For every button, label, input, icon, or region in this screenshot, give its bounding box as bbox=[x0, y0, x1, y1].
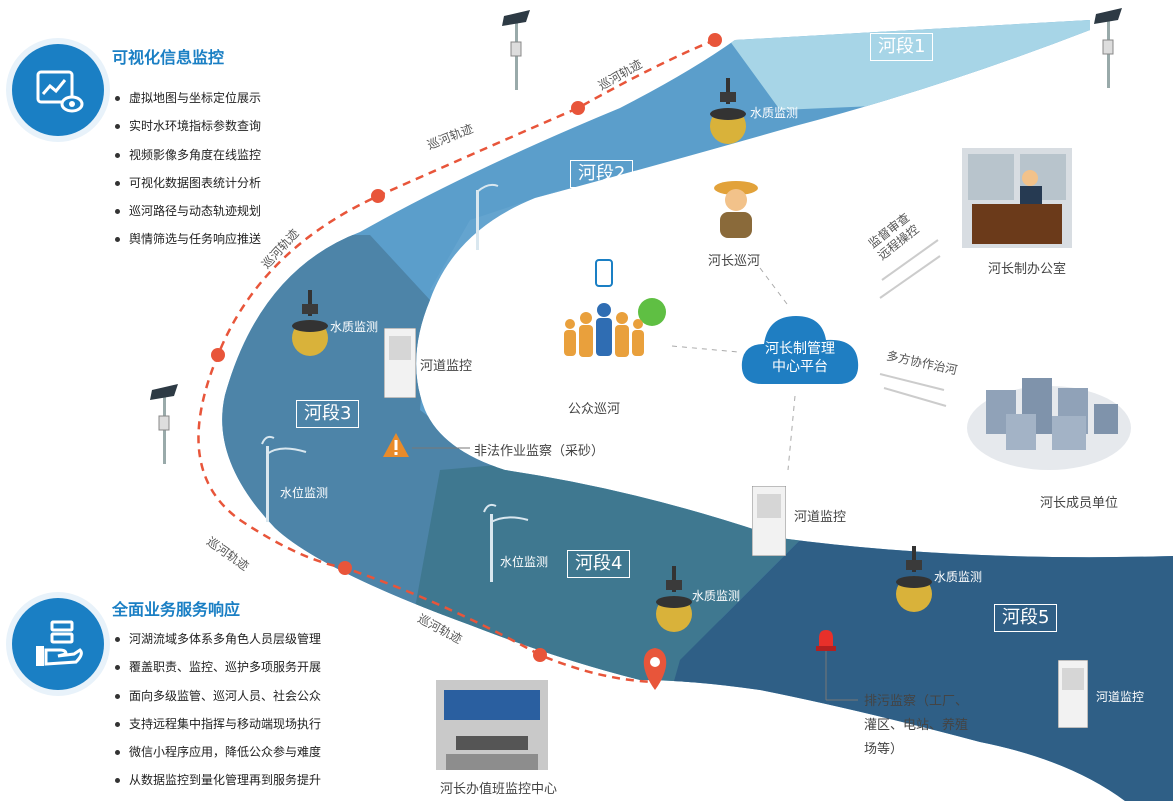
service-response-badge bbox=[12, 598, 104, 690]
solar-station-icon bbox=[502, 10, 530, 90]
segment-label-2: 河段2 bbox=[570, 160, 634, 188]
water-level-pole-icon bbox=[476, 183, 499, 250]
pollution-line-2: 灌区、电站、养殖 bbox=[864, 718, 969, 733]
channel-cabinet-icon bbox=[384, 328, 416, 398]
river-chief-avatar-icon bbox=[714, 181, 758, 238]
list-item: 虚拟地图与坐标定位展示 bbox=[114, 84, 261, 112]
list-item: 覆盖职责、监控、巡护多项服务开展 bbox=[114, 653, 321, 681]
water-level-pole-icon bbox=[261, 435, 307, 522]
patrol-track-line bbox=[197, 38, 716, 684]
public-patrol-label: 公众巡河 bbox=[568, 402, 621, 417]
water-quality-buoy-icon bbox=[710, 78, 746, 144]
solar-station-icon bbox=[150, 384, 178, 464]
list-item: 从数据监控到量化管理再到服务提升 bbox=[114, 766, 321, 794]
water-quality-label: 水质监测 bbox=[692, 589, 741, 603]
channel-monitor-label: 河道监控 bbox=[794, 510, 847, 525]
list-item: 面向多级监管、巡河人员、社会公众 bbox=[114, 682, 321, 710]
center-platform-line-2: 中心平台 bbox=[772, 359, 828, 375]
pollution-line-1: 排污监察（工厂、 bbox=[864, 694, 969, 709]
feature-title-service-response: 全面业务服务响应 bbox=[112, 600, 241, 619]
member-units-label: 河长成员单位 bbox=[1040, 496, 1119, 511]
center-platform-line-1: 河长制管理 bbox=[765, 341, 835, 357]
channel-monitor-label: 河道监控 bbox=[1096, 690, 1145, 704]
track-point bbox=[211, 348, 225, 362]
solar-station-icon bbox=[1094, 8, 1122, 88]
water-level-pole-icon bbox=[483, 503, 529, 582]
water-level-label: 水位监测 bbox=[500, 555, 549, 569]
alarm-light-icon bbox=[816, 630, 836, 651]
public-patrol-crowd-icon bbox=[564, 259, 666, 357]
list-item: 舆情筛选与任务响应推送 bbox=[114, 225, 261, 253]
member-units-buildings-icon bbox=[967, 378, 1131, 470]
segment-label-1: 河段1 bbox=[870, 33, 934, 61]
office-label: 河长制办公室 bbox=[988, 262, 1067, 277]
warning-triangle-icon bbox=[383, 433, 409, 457]
feature-list-visual-monitoring: 虚拟地图与坐标定位展示 实时水环境指标参数查询 视频影像多角度在线监控 可视化数… bbox=[114, 84, 261, 254]
list-item: 可视化数据图表统计分析 bbox=[114, 169, 261, 197]
track-point bbox=[708, 33, 722, 47]
segment-label-4: 河段4 bbox=[567, 550, 631, 578]
water-quality-label: 水质监测 bbox=[330, 320, 379, 334]
water-level-label: 水位监测 bbox=[486, 230, 535, 244]
office-scene-icon bbox=[962, 148, 1072, 248]
list-item: 支持远程集中指挥与移动端现场执行 bbox=[114, 710, 321, 738]
segment-label-3: 河段3 bbox=[296, 400, 360, 428]
service-hand-icon bbox=[36, 620, 83, 666]
monitor-chart-eye-icon bbox=[36, 70, 84, 113]
visual-monitoring-badge bbox=[12, 44, 104, 136]
list-item: 河湖流域多体系多角色人员层级管理 bbox=[114, 625, 321, 653]
water-quality-label: 水质监测 bbox=[750, 106, 799, 120]
water-level-label: 水位监测 bbox=[280, 486, 329, 500]
track-point bbox=[338, 561, 352, 575]
list-item: 微信小程序应用，降低公众参与难度 bbox=[114, 738, 321, 766]
channel-cabinet-icon bbox=[752, 486, 786, 556]
pollution-line-3: 场等） bbox=[864, 742, 904, 757]
pollution-label: 排污监察（工厂、 灌区、电站、养殖 场等） bbox=[864, 690, 968, 762]
list-item: 实时水环境指标参数查询 bbox=[114, 112, 261, 140]
list-item: 巡河路径与动态轨迹规划 bbox=[114, 197, 261, 225]
water-quality-buoy-icon bbox=[656, 566, 692, 632]
illegal-operation-label: 非法作业监察（采砂） bbox=[474, 444, 605, 459]
feature-list-service-response: 河湖流域多体系多角色人员层级管理 覆盖职责、监控、巡护多项服务开展 面向多级监管… bbox=[114, 625, 321, 795]
water-quality-label: 水质监测 bbox=[934, 570, 983, 584]
track-point bbox=[571, 101, 585, 115]
list-item: 视频影像多角度在线监控 bbox=[114, 141, 261, 169]
water-quality-buoy-icon bbox=[292, 290, 328, 356]
channel-cabinet-icon bbox=[1058, 660, 1088, 728]
track-point bbox=[371, 189, 385, 203]
segment-label-5: 河段5 bbox=[994, 604, 1058, 632]
location-pin-icon bbox=[643, 648, 667, 690]
center-platform-label: 河长制管理 中心平台 bbox=[738, 340, 862, 376]
channel-monitor-label: 河道监控 bbox=[420, 359, 473, 374]
center-platform-cloud-icon bbox=[741, 316, 859, 384]
river-chief-patrol-label: 河长巡河 bbox=[708, 254, 761, 269]
duty-center-label: 河长办值班监控中心 bbox=[440, 782, 558, 797]
feature-title-visual-monitoring: 可视化信息监控 bbox=[112, 48, 225, 67]
duty-center-photo-icon bbox=[436, 680, 548, 770]
water-quality-buoy-icon bbox=[896, 546, 932, 612]
track-point bbox=[533, 648, 547, 662]
